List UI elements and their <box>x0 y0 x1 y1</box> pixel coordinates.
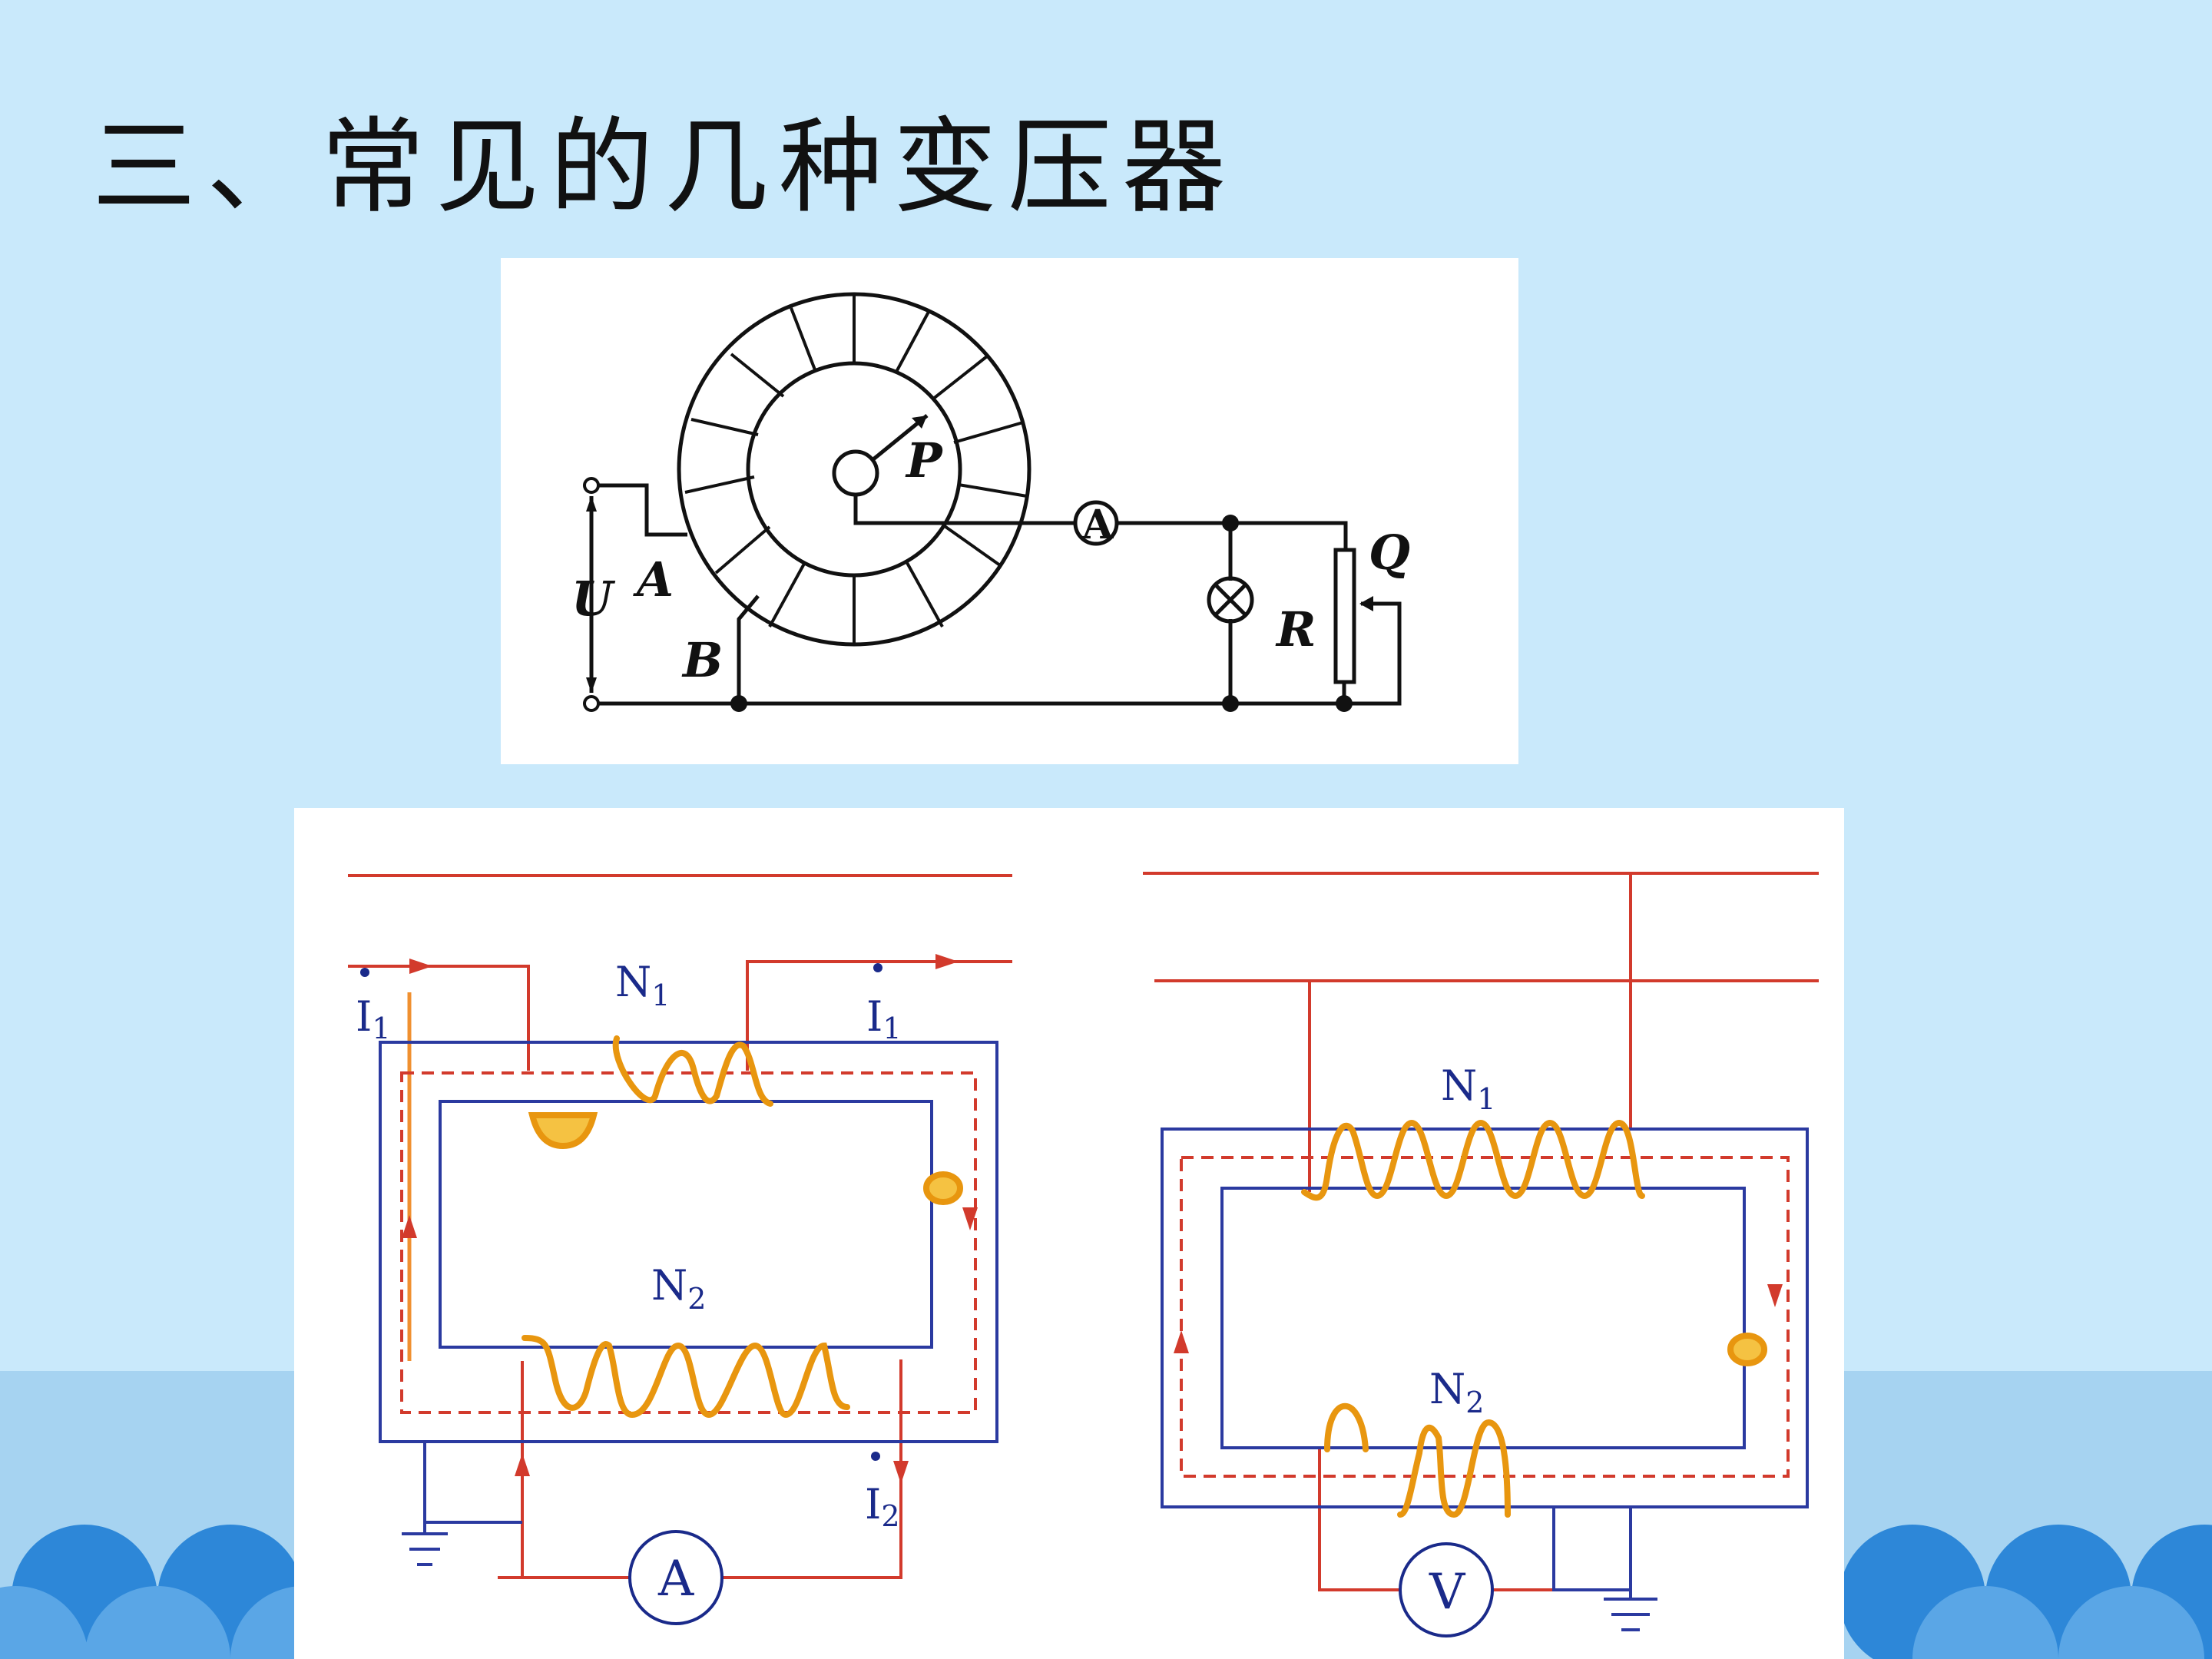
toroid-hub <box>832 449 879 497</box>
voltage-transformer <box>1143 872 1819 1637</box>
label-P: P <box>905 432 944 488</box>
vt-label-N2: N2 <box>1429 1365 1484 1419</box>
toroid-windings <box>684 294 1028 644</box>
slide-title: 三、常见的几种变压器 <box>92 107 1237 227</box>
ct-label-N1: N1 <box>615 958 670 1012</box>
label-B: B <box>681 632 723 688</box>
autotransformer-diagram: U A B P A R Q <box>501 258 1518 764</box>
vt-label-N1: N1 <box>1441 1061 1495 1116</box>
instrument-transformers-svg: N1 N2 I1 I1 I2 A <box>348 872 1819 1637</box>
ct-label-N2: N2 <box>651 1261 706 1316</box>
current-transformer <box>348 874 1012 1625</box>
vt-voltmeter-label: V <box>1429 1564 1466 1621</box>
label-Q: Q <box>1369 525 1410 581</box>
ct-label-I2: I2 <box>865 1480 900 1533</box>
label-U: U <box>571 571 616 627</box>
ammeter-label: A <box>1081 502 1114 548</box>
ct-label-I1-right: I1 <box>866 992 902 1045</box>
label-R: R <box>1275 601 1316 657</box>
instrument-transformers-diagram: N1 N2 I1 I1 I2 A <box>294 808 1844 1659</box>
ct-ammeter-label: A <box>657 1551 694 1608</box>
autotransformer-svg: U A B P A R Q <box>571 292 1410 712</box>
label-A: A <box>633 551 674 608</box>
ct-label-I1-left: I1 <box>356 992 391 1045</box>
scallop-decoration <box>0 1525 2212 1659</box>
